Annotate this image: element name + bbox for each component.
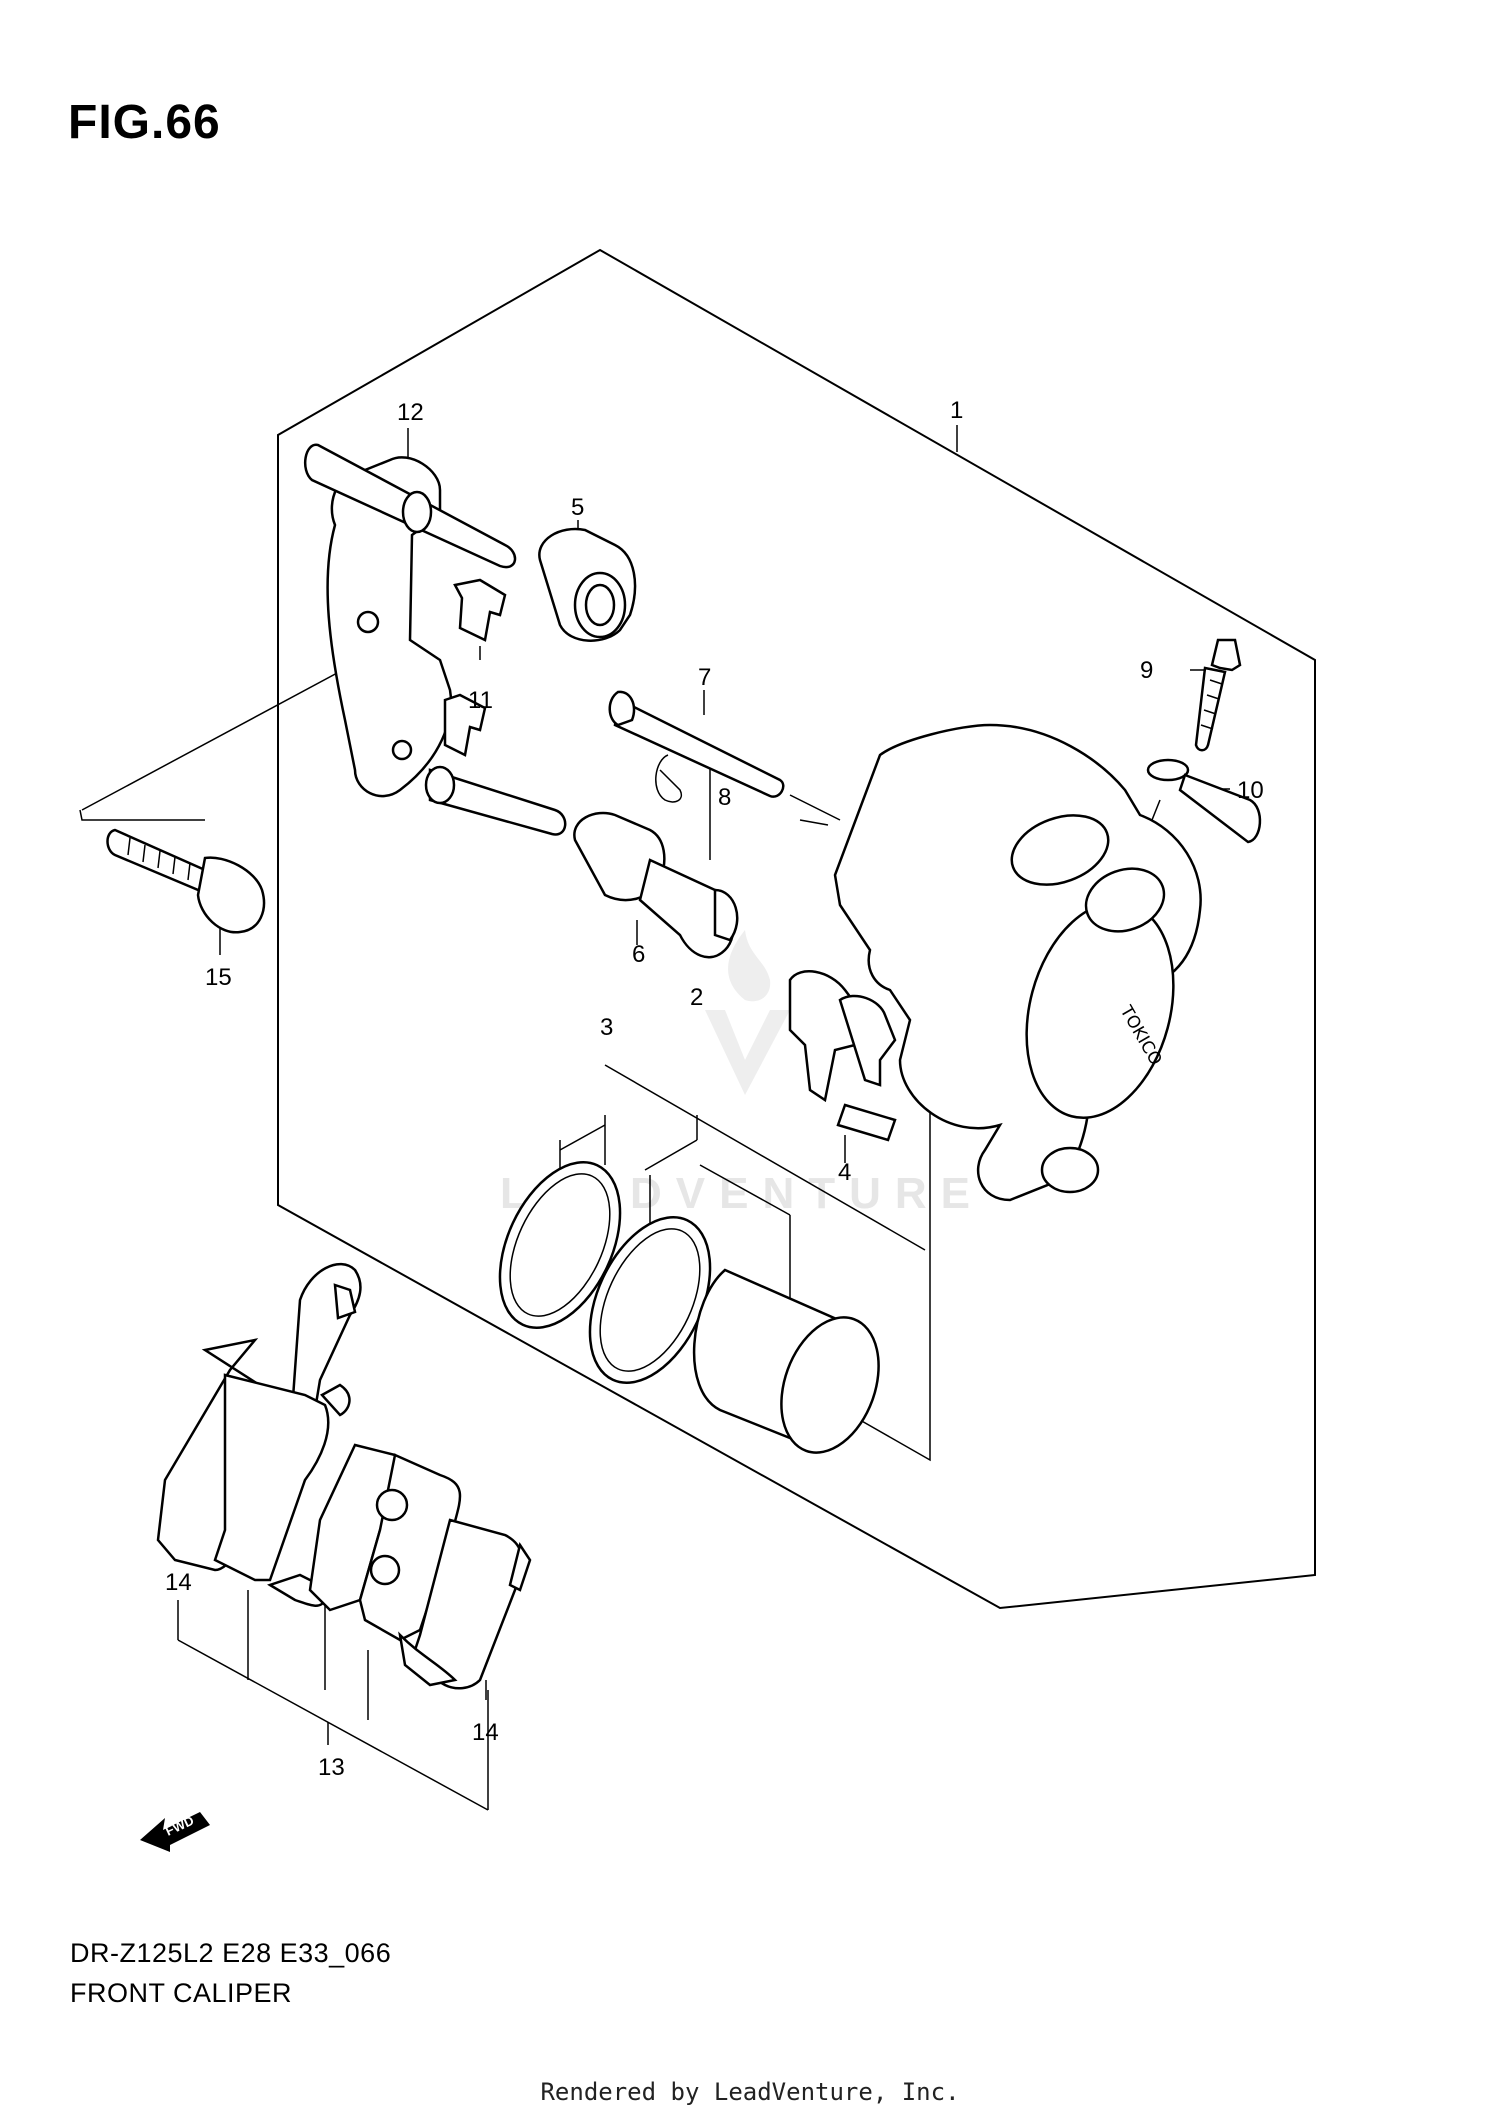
callout-4: 4 [838, 1159, 851, 1186]
callout-10: 10 [1237, 777, 1264, 804]
callout-7: 7 [698, 664, 711, 691]
mounting-bolt [106, 828, 266, 934]
flame-icon [728, 930, 771, 1002]
part-group-caption: FRONT CALIPER [70, 1978, 293, 2008]
forward-direction-arrow: FWD [140, 1812, 210, 1852]
leader-lines [79, 425, 1230, 1811]
model-code-caption: DR-Z125L2 E28 E33_066 [70, 1938, 392, 1968]
callout-9: 9 [1140, 657, 1153, 684]
dust-boot [538, 527, 637, 642]
caliper-pin [608, 690, 785, 798]
callout-5: 5 [571, 494, 584, 521]
callout-6: 6 [632, 941, 645, 968]
anti-rattle-springs [788, 970, 897, 1142]
callout-14-left: 14 [165, 1569, 192, 1596]
figure-title: FIG.66 [68, 96, 221, 149]
slide-pin-with-boot [573, 811, 739, 959]
callout-11: 11 [468, 687, 493, 714]
callout-8: 8 [718, 784, 731, 811]
callout-labels: 1 2 3 4 5 6 7 8 9 10 11 12 13 14 14 15 [165, 397, 1264, 1781]
callout-13: 13 [318, 1754, 345, 1781]
bleeder-valve [1194, 638, 1242, 752]
callout-1: 1 [950, 397, 963, 424]
pad-spring-clips [443, 578, 507, 757]
rendered-by-footer: Rendered by LeadVenture, Inc. [540, 2078, 960, 2106]
retaining-clip [655, 754, 682, 803]
caliper-bracket [303, 443, 567, 836]
callout-3: 3 [600, 1014, 613, 1041]
chevron-icon [705, 1010, 790, 1095]
caliper-body: TOKICO [833, 723, 1202, 1202]
caliper-assembly-outline [277, 248, 1316, 1610]
brake-pad-set [156, 1262, 532, 1690]
piston-seals-and-piston [498, 1161, 880, 1454]
callout-2: 2 [690, 984, 703, 1011]
callout-12: 12 [397, 399, 424, 426]
callout-15: 15 [205, 964, 232, 991]
callout-14-right: 14 [472, 1719, 499, 1746]
bleeder-cap [1146, 758, 1262, 844]
